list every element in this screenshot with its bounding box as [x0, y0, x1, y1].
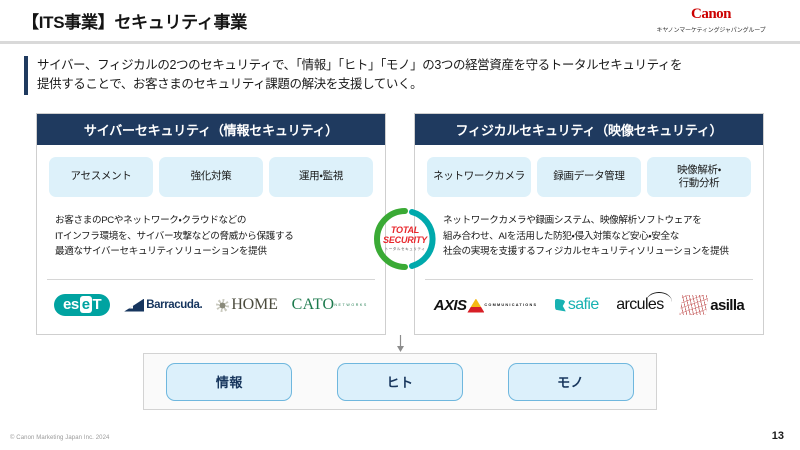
lead-accent-bar [24, 56, 28, 95]
panel-cyber-security: サイバーセキュリティ（情報セキュリティ） アセスメント 強化対策 運用・監視 お… [36, 113, 386, 335]
badge-title-line-2: SECURITY [383, 234, 427, 245]
page-title: 【ITS事業】セキュリティ事業 [22, 13, 247, 32]
eset-text-a: es [63, 296, 79, 313]
lead-line-1: サイバー、フィジカルの2つのセキュリティで、「情報」「ヒト」「モノ」の3つの経営… [37, 58, 683, 72]
panel-cyber-tags: アセスメント 強化対策 運用・監視 [37, 145, 385, 197]
lead-text: サイバー、フィジカルの2つのセキュリティで、「情報」「ヒト」「モノ」の3つの経営… [37, 56, 683, 95]
page-number: 13 [771, 430, 784, 442]
physical-desc-line-1: ネットワークカメラや録画システム、映像解析ソフトウェアを [443, 215, 702, 226]
arcules-logo: arcules [616, 292, 673, 313]
tag-assessment[interactable]: アセスメント [49, 157, 153, 197]
physical-desc-line-3: 社会の実現を支援するフィジカルセキュリティソリューションを提供 [443, 246, 729, 258]
panel-physical-vendor-logos: AXIS COMMUNICATIONS safie arcules asilla [415, 282, 763, 328]
eset-text-c: T [92, 296, 102, 313]
arcules-arc-icon [646, 292, 673, 302]
eset-text-b: e [79, 296, 92, 313]
tag-hardening[interactable]: 強化対策 [159, 157, 263, 197]
cyber-desc-line-1: お客さまのPCやネットワーク・クラウドなどの [55, 215, 247, 226]
cyber-desc-line-3: 最適なサイバーセキュリティソリューションを提供 [55, 246, 267, 258]
asset-box-things[interactable]: モノ [507, 362, 634, 401]
cyber-desc-line-2: ITインフラ環境を、サイバー攻撃などの脅威から保護する [55, 230, 294, 242]
asset-box-information[interactable]: 情報 [166, 362, 293, 401]
tag-operation-monitoring[interactable]: 運用・監視 [269, 157, 373, 197]
slide-header: 【ITS事業】セキュリティ事業 Canon キヤノンマーケティングジャパングルー… [0, 0, 800, 44]
asilla-mark-icon [679, 295, 709, 315]
axis-tagline: COMMUNICATIONS [484, 303, 538, 308]
header-divider [0, 41, 800, 44]
barracuda-logo: Barracuda. [124, 298, 203, 312]
security-panels: サイバーセキュリティ（情報セキュリティ） アセスメント 強化対策 運用・監視 お… [36, 113, 764, 335]
panel-physical-security: フィジカルセキュリティ（映像セキュリティ） ネットワークカメラ 録画データ管理 … [414, 113, 764, 335]
canon-wordmark: Canon [690, 6, 732, 22]
panel-cyber-description: お客さまのPCやネットワーク・クラウドなどの ITインフラ環境を、サイバー攻撃な… [37, 197, 385, 260]
tag-network-camera[interactable]: ネットワークカメラ [427, 157, 531, 197]
badge-subtitle: トータルセキュリティ [384, 247, 426, 252]
copyright-notice: © Canon Marketing Japan Inc. 2024 [10, 435, 110, 441]
panel-physical-header: フィジカルセキュリティ（映像セキュリティ） [415, 114, 763, 145]
safie-logo: safie [554, 296, 599, 314]
panel-physical-tags: ネットワークカメラ 録画データ管理 映像解析・ 行動分析 [415, 145, 763, 197]
barracuda-wordmark: Barracuda. [146, 299, 203, 311]
home-logo: HOME [216, 296, 278, 314]
barracuda-wave-icon [124, 298, 145, 312]
safie-mark-icon [554, 298, 566, 312]
tag-recording-data-management[interactable]: 録画データ管理 [537, 157, 641, 197]
cato-networks-logo: CATO NETWORKS [292, 297, 368, 313]
asset-box-people[interactable]: ヒト [336, 362, 463, 401]
panel-physical-description: ネットワークカメラや録画システム、映像解析ソフトウェアを 組み合わせ、AIを活用… [415, 197, 763, 260]
axis-triangle-icon [467, 298, 485, 313]
asilla-wordmark: asilla [710, 296, 745, 314]
cato-tagline: NETWORKS [334, 303, 368, 308]
cato-wordmark: CATO [291, 296, 335, 313]
tag-video-analytics[interactable]: 映像解析・ 行動分析 [647, 157, 751, 197]
axis-communications-logo: AXIS COMMUNICATIONS [434, 298, 538, 313]
lead-line-2: 提供することで、お客さまのセキュリティ課題の解決を支援していく。 [37, 77, 423, 92]
total-security-badge: TOTAL SECURITY トータルセキュリティ [372, 206, 438, 272]
cyber-logo-divider [47, 279, 375, 280]
total-security-ring [374, 208, 436, 270]
panel-cyber-header: サイバーセキュリティ（情報セキュリティ） [37, 114, 385, 145]
canon-group-name: キヤノンマーケティングジャパングループ [656, 28, 766, 34]
canon-brand-logo: Canon キヤノンマーケティングジャパングループ [636, 6, 786, 35]
physical-logo-divider [425, 279, 753, 280]
lead-statement: サイバー、フィジカルの2つのセキュリティで、「情報」「ヒト」「モノ」の3つの経営… [24, 56, 776, 95]
physical-desc-line-2: 組み合わせ、AIを活用した防犯・侵入対策など安心・安全な [443, 230, 680, 242]
asilla-logo: asilla [679, 295, 745, 315]
management-assets-band: 情報 ヒト モノ [143, 353, 657, 410]
home-wordmark: HOME [231, 296, 278, 313]
axis-wordmark: AXIS [433, 296, 467, 314]
flower-icon [216, 298, 230, 312]
badge-title-line-1: TOTAL [390, 224, 420, 235]
safie-wordmark: safie [567, 296, 599, 313]
down-arrow-icon [397, 335, 404, 352]
